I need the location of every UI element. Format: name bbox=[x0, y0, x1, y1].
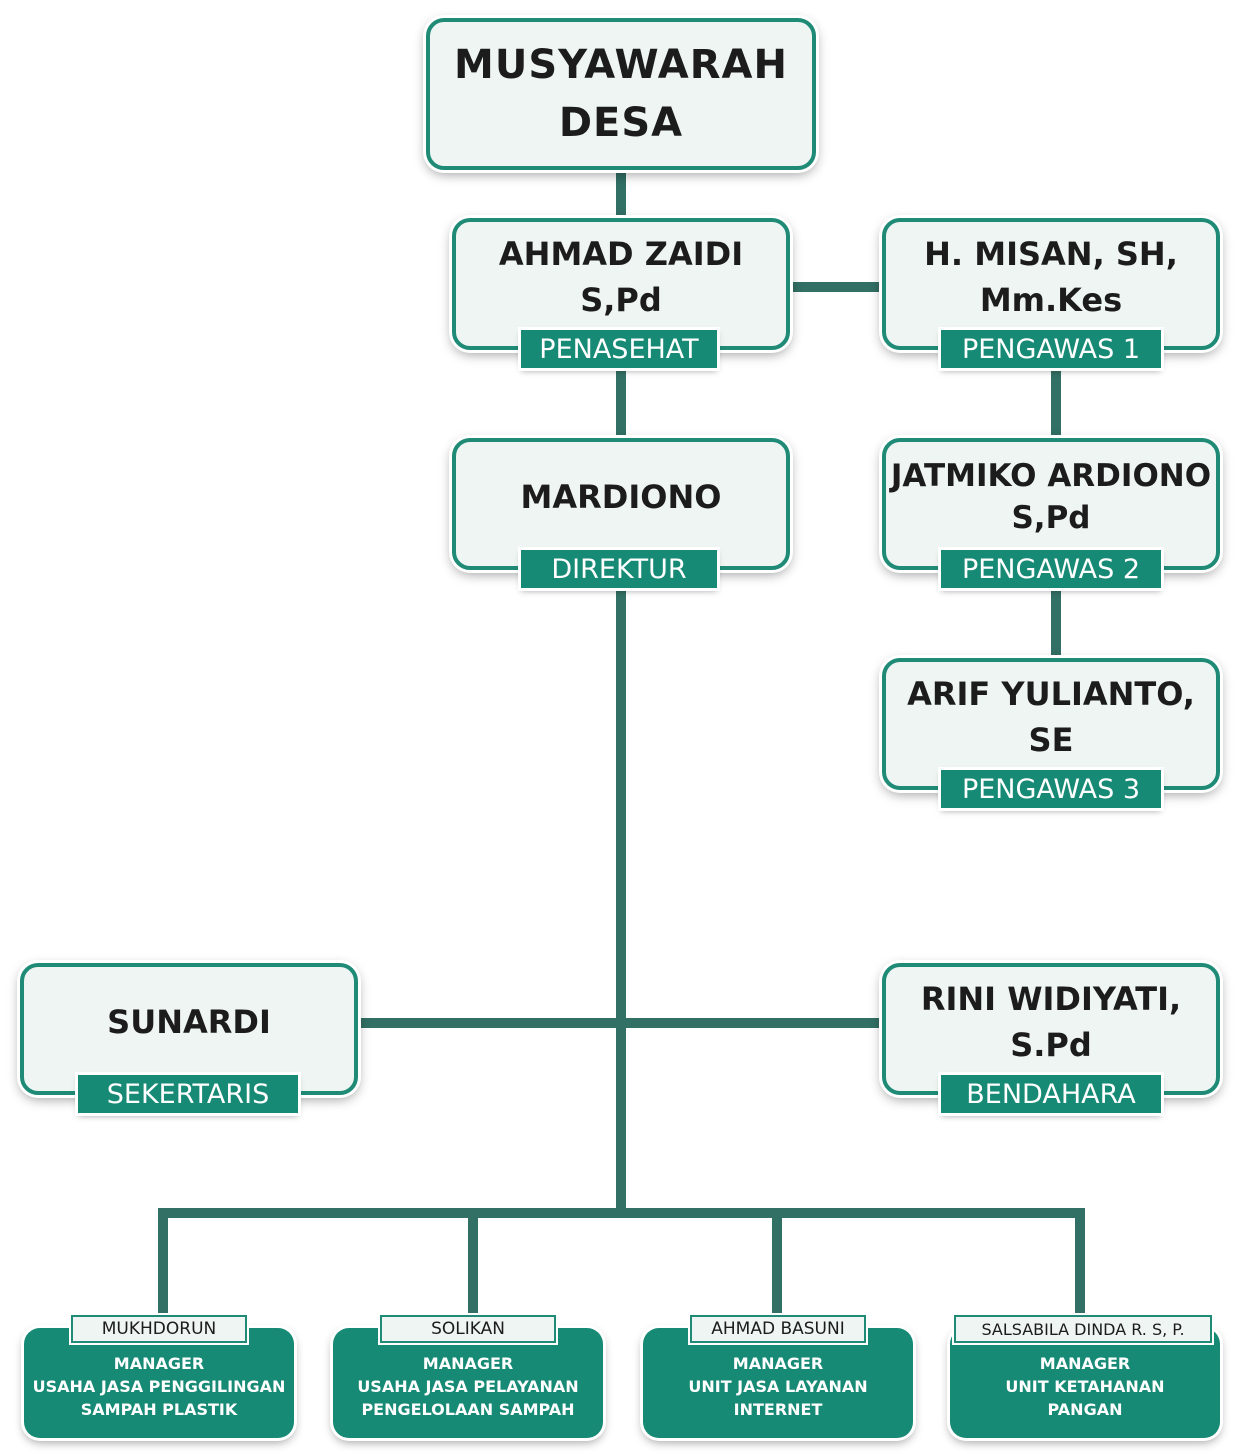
penasehat-name: AHMAD ZAIDI S,Pd bbox=[498, 235, 744, 319]
musyawarah-desa-title: MUSYAWARAH DESA bbox=[454, 42, 788, 146]
pengawas3-role-label: PENGAWAS 3 bbox=[941, 770, 1161, 808]
manager-role-3: MANAGER UNIT JASA LAYANAN INTERNET bbox=[688, 1354, 868, 1419]
pengawas2-role-label: PENGAWAS 2 bbox=[941, 550, 1161, 588]
direktur-name: MARDIONO bbox=[520, 478, 722, 516]
manager-box-2: MANAGER USAHA JASA PELAYANAN PENGELOLAAN… bbox=[333, 1328, 603, 1438]
manager-box-4: MANAGER UNIT KETAHANAN PANGAN bbox=[950, 1328, 1220, 1438]
sekretaris-name: SUNARDI bbox=[107, 1003, 271, 1041]
manager-box-1: MANAGER USAHA JASA PENGGILINGAN SAMPAH P… bbox=[24, 1328, 294, 1438]
manager-name-tag-4: SALSABILA DINDA R. S, P. bbox=[954, 1315, 1212, 1343]
manager-role-4: MANAGER UNIT KETAHANAN PANGAN bbox=[1005, 1354, 1165, 1419]
connector-manager-3 bbox=[772, 1208, 782, 1320]
connector-penasehat-pengawas1 bbox=[788, 282, 884, 292]
sekretaris-role-label: SEKERTARIS bbox=[78, 1075, 298, 1113]
direktur-role-label: DIREKTUR bbox=[521, 550, 717, 588]
connector-managers-bus bbox=[158, 1208, 1085, 1218]
manager-role-1: MANAGER USAHA JASA PENGGILINGAN SAMPAH P… bbox=[32, 1354, 286, 1419]
bendahara-box: RINI WIDIYATI, S.Pd bbox=[882, 963, 1220, 1095]
pengawas3-name: ARIF YULIANTO, SE bbox=[907, 675, 1195, 759]
manager-box-3: MANAGER UNIT JASA LAYANAN INTERNET bbox=[643, 1328, 913, 1438]
sekretaris-box: SUNARDI bbox=[20, 963, 358, 1095]
manager-name-tag-3: AHMAD BASUNI bbox=[690, 1315, 866, 1343]
manager-name-tag-1: MUKHDORUN bbox=[71, 1315, 247, 1343]
penasehat-role-label: PENASEHAT bbox=[521, 330, 717, 368]
connector-penasehat-direktur bbox=[616, 368, 626, 440]
connector-pengawas1-pengawas2 bbox=[1051, 368, 1061, 440]
pengawas1-box: H. MISAN, SH, Mm.Kes bbox=[882, 218, 1220, 350]
manager-name-tag-2: SOLIKAN bbox=[380, 1315, 556, 1343]
musyawarah-desa-box: MUSYAWARAH DESA bbox=[426, 18, 816, 170]
connector-manager-2 bbox=[468, 1208, 478, 1320]
connector-top-penasehat bbox=[616, 168, 626, 220]
connector-manager-1 bbox=[158, 1208, 168, 1320]
connector-direktur-trunk bbox=[616, 588, 626, 1218]
pengawas3-box: ARIF YULIANTO, SE bbox=[882, 658, 1220, 790]
pengawas1-role-label: PENGAWAS 1 bbox=[941, 330, 1161, 368]
penasehat-box: AHMAD ZAIDI S,Pd bbox=[452, 218, 790, 350]
pengawas2-name: JATMIKO ARDIONO S,Pd bbox=[890, 458, 1212, 536]
connector-sekretaris-bendahara bbox=[356, 1018, 884, 1028]
pengawas1-name: H. MISAN, SH, Mm.Kes bbox=[924, 235, 1178, 319]
manager-role-2: MANAGER USAHA JASA PELAYANAN PENGELOLAAN… bbox=[357, 1354, 579, 1419]
bendahara-role-label: BENDAHARA bbox=[941, 1075, 1161, 1113]
bendahara-name: RINI WIDIYATI, S.Pd bbox=[920, 980, 1182, 1064]
connector-manager-4 bbox=[1075, 1208, 1085, 1320]
connector-pengawas2-pengawas3 bbox=[1051, 588, 1061, 660]
